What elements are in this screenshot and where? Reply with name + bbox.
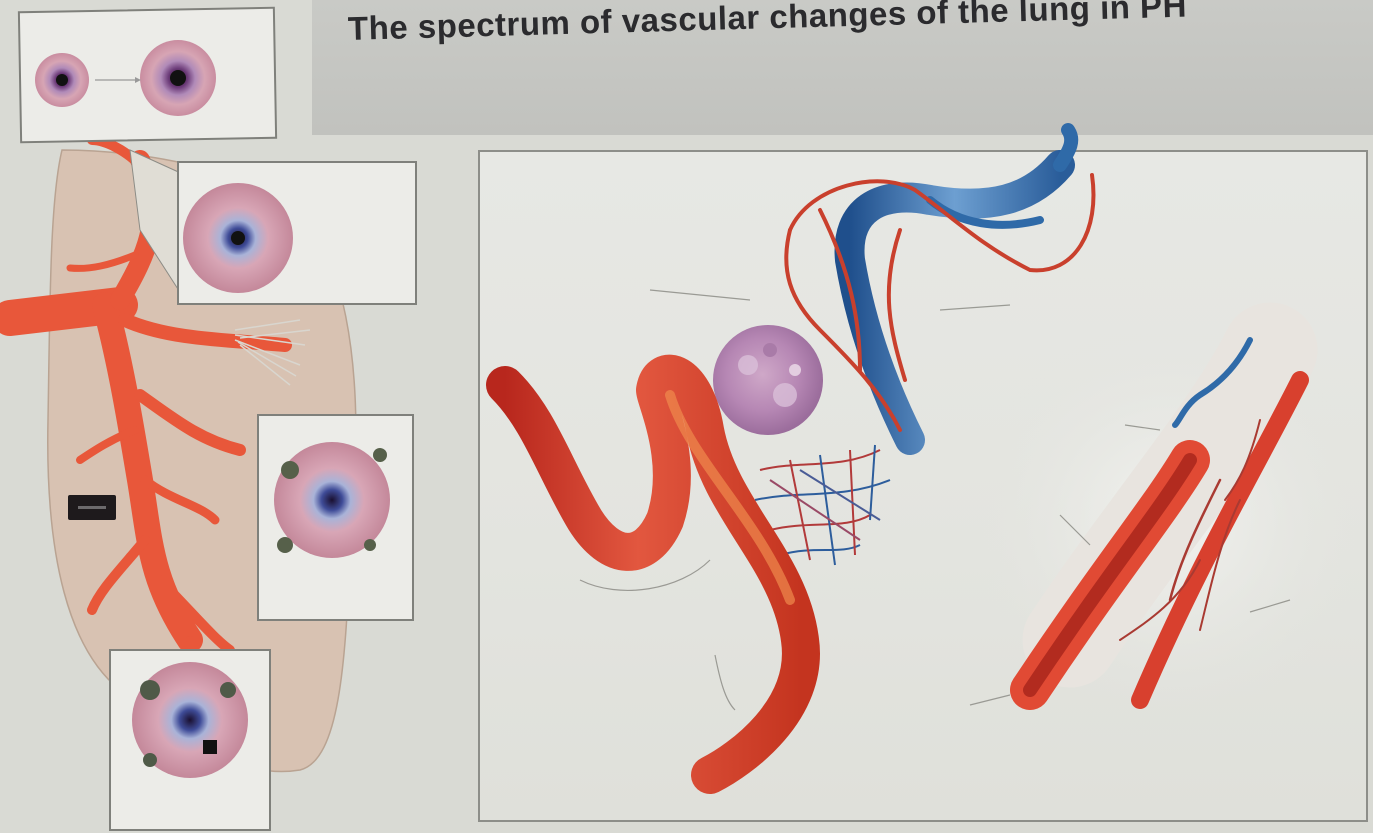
plexiform-nodule xyxy=(713,325,823,435)
red-artery xyxy=(505,374,801,775)
